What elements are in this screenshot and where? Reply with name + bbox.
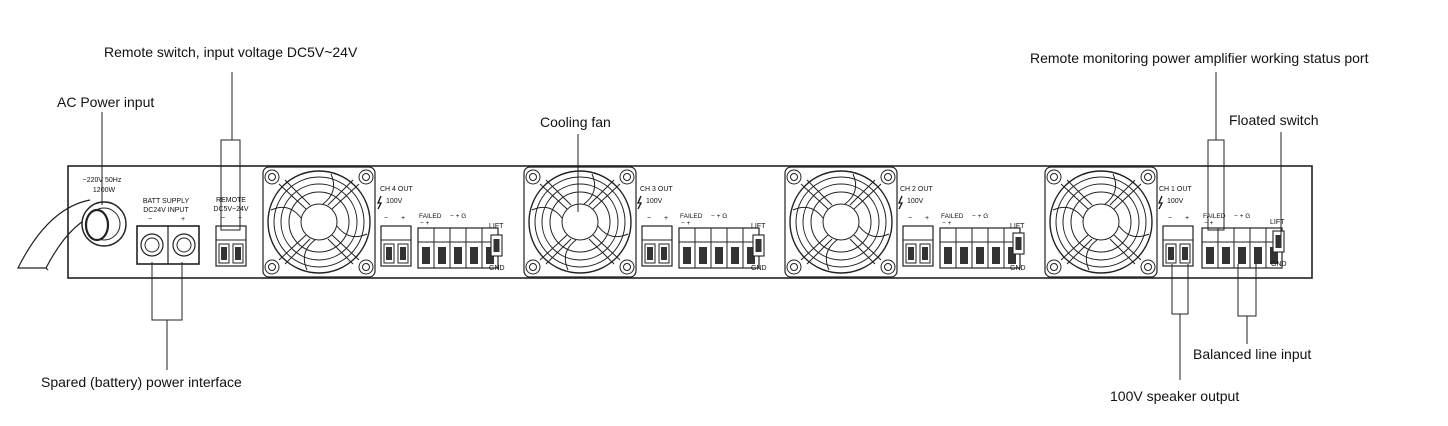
ch4-failed-signs: − +	[420, 220, 430, 227]
ch3-speaker-terminal	[641, 225, 673, 267]
lightning-icon	[898, 195, 904, 210]
ch3-failed-label: FAILED	[680, 213, 703, 220]
ch1-lift-label: LIFT	[1270, 219, 1285, 226]
ch1-failed-input-terminal	[1201, 227, 1283, 269]
callout-spare-power: Spared (battery) power interface	[41, 374, 242, 390]
speaker-output-leader	[1171, 264, 1189, 380]
batt-supply-label: BATT SUPPLY	[143, 198, 190, 205]
callout-ac-power: AC Power input	[57, 94, 154, 110]
remote-switch-leader	[220, 72, 241, 231]
spare-power-leader	[151, 262, 183, 370]
cooling-fan-4	[262, 166, 376, 278]
cooling-fan-1	[1044, 166, 1158, 278]
ac-watt-label: 1200W	[93, 187, 116, 194]
ch2-speaker-terminal	[902, 225, 934, 267]
ch2-plus: +	[925, 215, 929, 222]
ch3-failed-input-terminal	[678, 227, 760, 269]
ch3-volt-label: 100V	[646, 198, 663, 205]
batt-input-label: DC24V INPUT	[143, 207, 189, 214]
ch4-out-label: CH 4 OUT	[380, 186, 413, 193]
ch1-input-signs: − + G	[1234, 213, 1250, 220]
ch2-failed-label: FAILED	[941, 213, 964, 220]
ch1-plus: +	[1185, 215, 1189, 222]
ch1-failed-signs: − +	[1204, 220, 1214, 227]
cooling-fan-3	[523, 166, 637, 278]
ch4-input-signs: − + G	[450, 213, 466, 220]
ch4-plus: +	[401, 215, 405, 222]
ch2-gnd-label: GND	[1010, 265, 1026, 272]
ch4-volt-label: 100V	[386, 198, 403, 205]
ch4-failed-label: FAILED	[419, 213, 442, 220]
ch3-ground-lift-switch[interactable]	[752, 234, 765, 257]
callout-remote-switch: Remote switch, input voltage DC5V~24V	[104, 44, 358, 60]
balanced-line-leader	[1237, 264, 1257, 344]
remote-label: REMOTE	[216, 197, 246, 204]
remote-switch-terminal	[215, 225, 247, 267]
callout-floated-switch: Floated switch	[1229, 112, 1318, 128]
ch1-failed-label: FAILED	[1203, 213, 1226, 220]
ch4-lift-label: LIFT	[489, 223, 504, 230]
ch3-input-signs: − + G	[711, 213, 727, 220]
ch3-minus: −	[647, 215, 651, 222]
ch1-ground-lift-switch[interactable]	[1272, 230, 1285, 253]
callout-cooling-fan: Cooling fan	[540, 114, 611, 130]
ch2-lift-label: LIFT	[1010, 223, 1025, 230]
channel-4-group: CH 4 OUT 100V − + FAILED − + − + G LIFT …	[377, 186, 505, 272]
ch2-failed-signs: − +	[942, 220, 952, 227]
ch2-input-signs: − + G	[972, 213, 988, 220]
ch1-minus: −	[1168, 215, 1172, 222]
ch3-lift-label: LIFT	[751, 223, 766, 230]
ch3-out-label: CH 3 OUT	[640, 186, 673, 193]
ch2-minus: −	[908, 215, 912, 222]
remote-minus-label: −	[221, 215, 225, 222]
batt-minus-label: −	[148, 216, 152, 223]
ch1-gnd-label: GND	[1271, 261, 1287, 268]
channel-3-group: CH 3 OUT 100V − + FAILED − + − + G LIFT …	[637, 186, 767, 272]
callout-remote-monitoring: Remote monitoring power amplifier workin…	[1030, 50, 1369, 66]
ch4-ground-lift-switch[interactable]	[490, 234, 503, 257]
callout-balanced-line: Balanced line input	[1193, 346, 1311, 362]
ch2-ground-lift-switch[interactable]	[1012, 232, 1025, 255]
ac-power-cord	[17, 199, 127, 271]
ch2-failed-input-terminal	[939, 227, 1021, 269]
ch4-gnd-label: GND	[489, 265, 505, 272]
callout-speaker-output: 100V speaker output	[1110, 388, 1239, 404]
ch1-out-label: CH 1 OUT	[1159, 186, 1192, 193]
ch4-failed-input-terminal	[417, 227, 499, 269]
battery-supply-terminal	[136, 225, 200, 265]
lightning-icon	[637, 195, 643, 210]
ch3-failed-signs: − +	[681, 220, 691, 227]
remote-voltage-label: DC5V~24V	[213, 206, 249, 213]
cooling-fan-2	[784, 166, 898, 278]
ch3-plus: +	[664, 215, 668, 222]
ch4-minus: −	[384, 215, 388, 222]
lightning-icon	[377, 195, 383, 210]
lightning-icon	[1158, 195, 1164, 210]
channel-1-group: CH 1 OUT 100V − + FAILED − + − + G LIFT …	[1158, 186, 1287, 269]
ch1-volt-label: 100V	[1167, 198, 1184, 205]
remote-monitoring-leader	[1207, 72, 1225, 231]
ch1-speaker-terminal	[1162, 225, 1194, 267]
channel-2-group: CH 2 OUT 100V − + FAILED − + − + G LIFT …	[898, 186, 1026, 272]
ch4-speaker-terminal	[380, 225, 412, 267]
batt-plus-label: +	[181, 216, 185, 223]
ch2-out-label: CH 2 OUT	[900, 186, 933, 193]
ch3-gnd-label: GND	[751, 265, 767, 272]
ch2-volt-label: 100V	[907, 198, 924, 205]
